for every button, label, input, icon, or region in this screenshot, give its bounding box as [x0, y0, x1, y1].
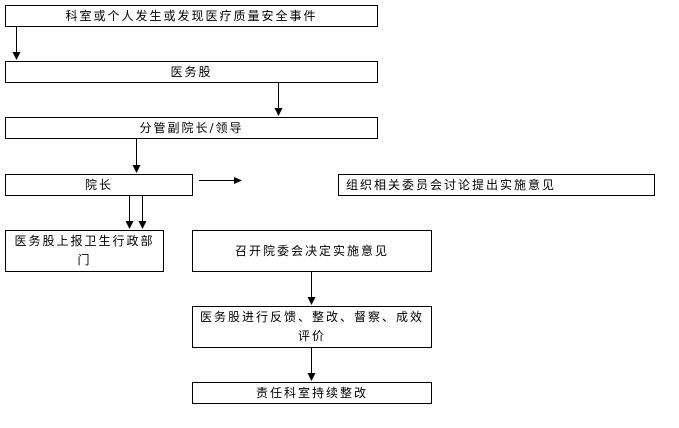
arrow-president-to-report-1 — [125, 196, 134, 229]
arrow-feedback-to-improvement — [307, 348, 316, 381]
node-event: 科室或个人发生或发现医疗质量安全事件 — [5, 5, 378, 27]
node-vice-president-label: 分管副院长/领导 — [139, 120, 244, 135]
node-event-label: 科室或个人发生或发现医疗质量安全事件 — [65, 8, 318, 23]
node-hospital-meeting-label: 召开院委会决定实施意见 — [234, 243, 389, 258]
node-medical-affairs-label: 医务股 — [170, 64, 213, 79]
arrow-president-to-report-2 — [138, 196, 147, 229]
node-president: 院长 — [5, 174, 193, 196]
arrow-meeting-to-feedback — [307, 272, 316, 305]
node-medical-affairs: 医务股 — [5, 61, 378, 83]
arrow-event-to-medical-affairs — [12, 27, 21, 60]
node-president-label: 院长 — [84, 177, 113, 192]
arrow-president-to-committee — [199, 177, 242, 184]
node-continuous-improvement: 责任科室持续整改 — [192, 382, 432, 404]
arrow-vice-president-to-president — [132, 139, 141, 173]
node-hospital-meeting: 召开院委会决定实施意见 — [192, 230, 432, 272]
node-vice-president: 分管副院长/领导 — [5, 117, 378, 139]
arrow-medical-affairs-to-vice-president — [274, 83, 283, 116]
node-continuous-improvement-label: 责任科室持续整改 — [255, 385, 368, 400]
node-report-health-dept: 医务股上报卫生行政部门 — [5, 230, 164, 272]
node-committee-label: 组织相关委员会讨论提出实施意见 — [346, 177, 557, 192]
node-feedback: 医务股进行反馈、整改、督察、成效评价 — [192, 306, 432, 348]
node-report-health-dept-label: 医务股上报卫生行政部门 — [14, 234, 155, 267]
node-committee: 组织相关委员会讨论提出实施意见 — [338, 174, 655, 196]
node-feedback-label: 医务股进行反馈、整改、督察、成效评价 — [199, 310, 424, 343]
